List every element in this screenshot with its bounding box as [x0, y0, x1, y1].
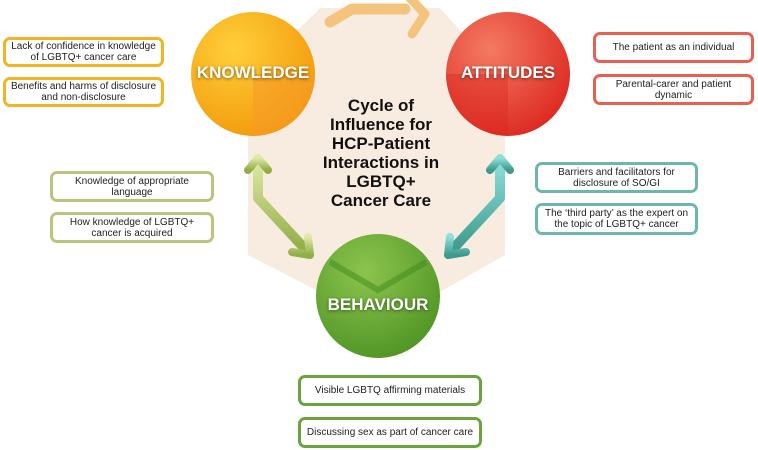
diagram-title: Cycle of Influence for HCP-Patient Inter…	[322, 96, 440, 210]
behaviour-theme-box: Discussing sex as part of cancer care	[298, 417, 482, 448]
attitudes-behaviour-theme-box: Barriers and facilitators for disclosure…	[535, 162, 698, 193]
knowledge-theme-box: Lack of confidence in knowledge of LGBTQ…	[3, 37, 164, 67]
attitudes-theme-box: Parental-carer and patient dynamic	[593, 74, 754, 105]
arrow-knowledge-to-attitudes	[324, 0, 430, 39]
attitudes-theme-box: The patient as an individual	[593, 32, 754, 63]
behaviour-theme-box: Visible LGBTQ affirming materials	[298, 375, 482, 406]
knowledge-theme-box: Benefits and harms of disclosure and non…	[3, 77, 164, 107]
behaviour-circle	[316, 234, 440, 358]
knowledge-behaviour-theme-box: How knowledge of LGBTQ+ cancer is acquir…	[50, 212, 214, 243]
arrow-knowledge-behaviour	[244, 154, 314, 259]
attitudes-behaviour-theme-box: The ‘third party’ as the expert on the t…	[535, 203, 698, 235]
knowledge-behaviour-theme-box: Knowledge of appropriate language	[50, 171, 214, 202]
arrow-attitudes-behaviour	[444, 154, 514, 259]
attitudes-circle	[446, 12, 570, 136]
behaviour-label: BEHAVIOUR	[327, 295, 429, 314]
attitudes-label: ATTITUDES	[460, 63, 556, 82]
knowledge-label: KNOWLEDGE	[196, 63, 310, 82]
